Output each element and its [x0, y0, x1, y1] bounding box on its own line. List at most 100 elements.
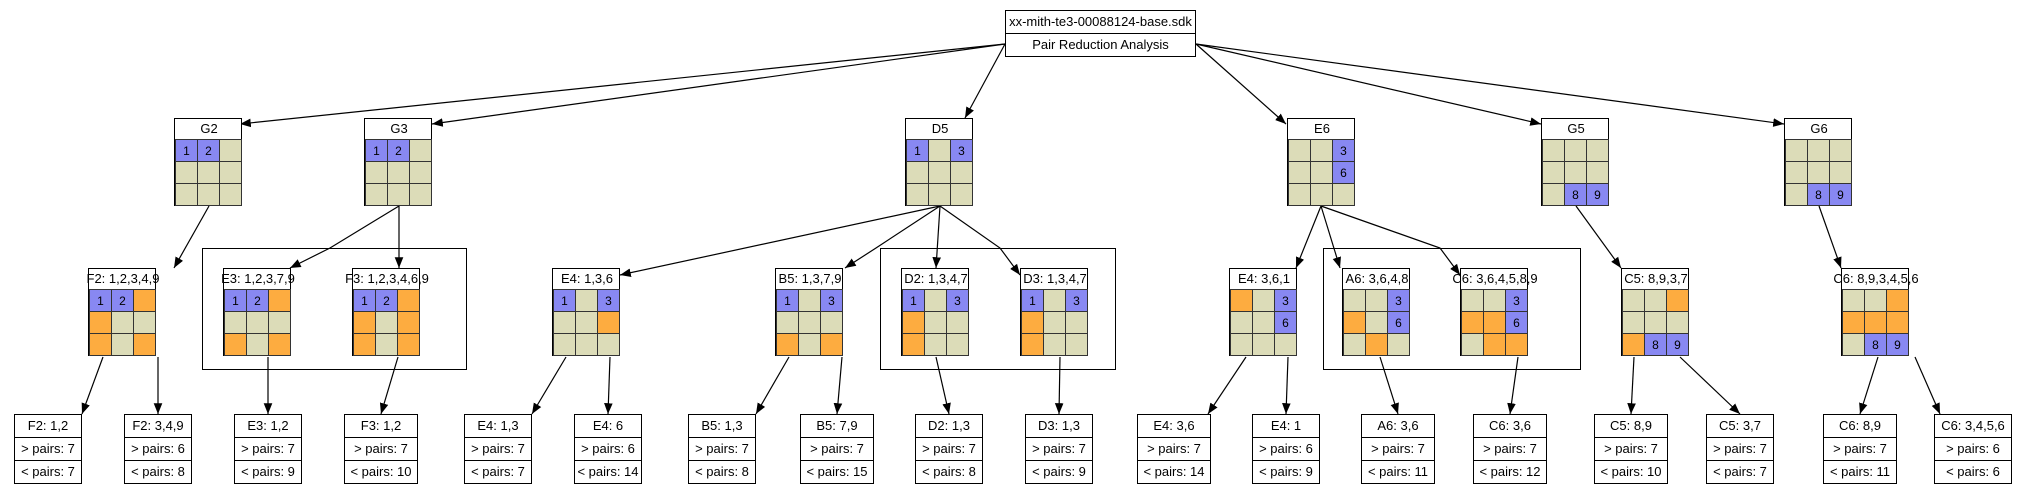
grid-cell	[175, 161, 198, 184]
grid-cell: 1	[353, 289, 376, 312]
grid-cell: 1	[902, 289, 925, 312]
grid-cell: 8	[1564, 183, 1587, 206]
grid-cell	[902, 311, 925, 334]
grid-cell: 3	[1387, 289, 1410, 312]
grid-label: D5	[931, 121, 949, 136]
leaf-gt: > pairs: 7	[1362, 438, 1434, 461]
grid-cell: 2	[246, 289, 269, 312]
grid-label: A6: 3,6,4,8	[1345, 271, 1409, 286]
grid-cell: 6	[1332, 161, 1355, 184]
grid-cell	[1230, 311, 1253, 334]
grid-cell	[268, 311, 291, 334]
grid-cell	[1586, 139, 1609, 162]
grid-cell	[353, 333, 376, 356]
root-title: xx-mith-te3-00088124-base.sdk	[1006, 11, 1195, 34]
grid-cell	[1021, 311, 1044, 334]
root-node: xx-mith-te3-00088124-base.sdk Pair Reduc…	[1005, 10, 1196, 57]
grid-cell	[553, 333, 576, 356]
grid-cell	[1542, 161, 1565, 184]
edge-33	[1679, 356, 1741, 415]
edge-10	[844, 205, 941, 269]
grid-cell	[1461, 311, 1484, 334]
leaf-gt: > pairs: 7	[689, 438, 755, 461]
grid-cell	[397, 333, 420, 356]
grid-cell	[906, 161, 929, 184]
grid-label: D2: 1,3,4,7	[904, 271, 968, 286]
leaf-node-l10: D3: 1,3> pairs: 7< pairs: 9	[1025, 414, 1093, 484]
grid-cell: 8	[1864, 333, 1887, 356]
edge-14	[1320, 205, 1341, 269]
grid-cell	[597, 333, 620, 356]
edge-30	[1379, 356, 1399, 415]
grid-cell	[1644, 289, 1667, 312]
leaf-lt: < pairs: 12	[1479, 464, 1541, 479]
grid-cell	[776, 311, 799, 334]
leaf-gt: > pairs: 6	[1253, 438, 1319, 461]
grid-cell: 3	[597, 289, 620, 312]
grid-cell	[1365, 311, 1388, 334]
grid-cell	[387, 161, 410, 184]
grid-cell: 8	[1644, 333, 1667, 356]
leaf-node-l1: F2: 1,2> pairs: 7< pairs: 7	[14, 414, 82, 484]
edge-5	[1195, 43, 1785, 127]
grid-cell	[1252, 289, 1275, 312]
leaf-lt: < pairs: 9	[1259, 464, 1313, 479]
edge-18	[81, 356, 104, 415]
leaf-gt: > pairs: 6	[125, 438, 191, 461]
leaf-node-l3: E3: 1,2> pairs: 7< pairs: 9	[234, 414, 302, 484]
leaf-title: D3: 1,3	[1026, 415, 1092, 438]
edge-0	[239, 43, 1006, 128]
leaf-lt: < pairs: 11	[1367, 464, 1429, 479]
grid-cell: 3	[1065, 289, 1088, 312]
grid-cell	[1252, 311, 1275, 334]
leaf-lt: < pairs: 11	[1829, 464, 1891, 479]
grid-cell	[133, 333, 156, 356]
edge-16	[1575, 205, 1622, 269]
grid-cell	[597, 311, 620, 334]
grid-cell	[353, 311, 376, 334]
grid-cell	[946, 333, 969, 356]
grid-cell	[1829, 161, 1852, 184]
edge-11	[932, 205, 942, 269]
grid-label: E4: 3,6,1	[1237, 271, 1291, 286]
leaf-title: C6: 3,6	[1474, 415, 1546, 438]
grid-label: F3: 1,2,3,4,6,9	[345, 271, 429, 286]
grid-cell	[246, 333, 269, 356]
grid-cell	[1021, 333, 1044, 356]
grid-cell	[246, 311, 269, 334]
grid-cell	[1288, 161, 1311, 184]
leaf-gt: > pairs: 7	[1026, 438, 1092, 461]
grid-cell	[89, 333, 112, 356]
leaf-gt: > pairs: 6	[1935, 438, 2011, 461]
leaf-gt: > pairs: 7	[1595, 438, 1667, 461]
grid-cell: 2	[111, 289, 134, 312]
grid-cell	[1365, 289, 1388, 312]
grid-cell: 3	[1274, 289, 1297, 312]
grid-cell	[924, 333, 947, 356]
grid-cell: 1	[89, 289, 112, 312]
grid-label: E3: 1,2,3,7,9	[221, 271, 295, 286]
edge-1	[431, 43, 1006, 127]
leaf-lt: < pairs: 15	[806, 464, 868, 479]
grid-cell	[1785, 183, 1808, 206]
grid-cell	[1886, 289, 1909, 312]
grid-label: E6	[1314, 121, 1330, 136]
leaf-node-l14: C6: 3,6> pairs: 7< pairs: 12	[1473, 414, 1547, 484]
leaf-node-l12: E4: 1> pairs: 6< pairs: 9	[1252, 414, 1320, 484]
grid-cell: 3	[1505, 289, 1528, 312]
grid-cell: 6	[1387, 311, 1410, 334]
grid-cell	[1365, 333, 1388, 356]
grid-cell	[1461, 333, 1484, 356]
grid-cell	[409, 161, 432, 184]
